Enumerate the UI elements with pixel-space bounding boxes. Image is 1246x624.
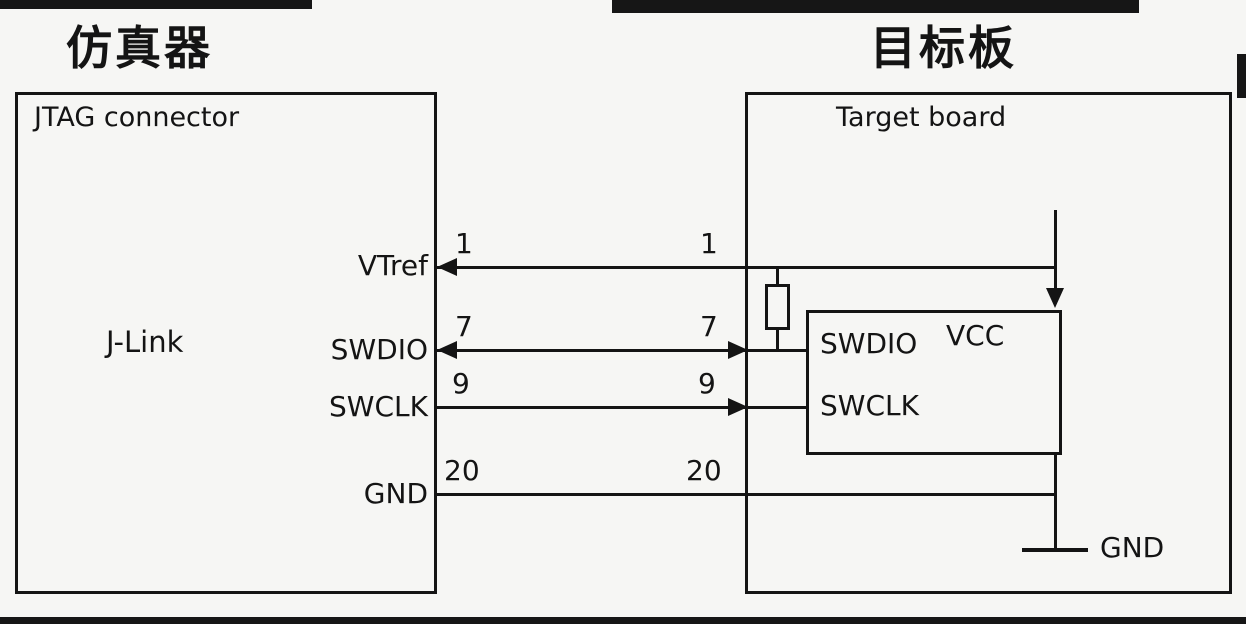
jlink-label: J-Link <box>106 325 184 359</box>
vtref-arrow-left <box>437 258 457 276</box>
vcc-wire <box>1054 210 1057 290</box>
ground-drop-wire <box>1054 455 1057 550</box>
artifact-bar-right-edge <box>1237 54 1246 98</box>
target-title: 目标板 <box>870 21 1017 75</box>
swclk-wire <box>437 406 806 409</box>
swclk-right-pin-number: 9 <box>698 367 716 400</box>
resistor-top-stub-wire <box>776 266 779 286</box>
artifact-bar-top-left <box>0 0 312 9</box>
ground-label: GND <box>1100 531 1165 564</box>
ground-symbol <box>1022 548 1088 552</box>
chip-swdio-label: SWDIO <box>820 327 918 360</box>
artifact-bar-bottom <box>0 617 1246 624</box>
target-board-label: Target board <box>836 102 1007 133</box>
swclk-left-pin-number: 9 <box>452 367 470 400</box>
vtref-right-pin-number: 1 <box>700 227 718 260</box>
pullup-resistor <box>765 284 790 330</box>
emulator-pin-swclk-label: SWCLK <box>329 390 428 423</box>
swdio-right-pin-number: 7 <box>700 310 718 343</box>
jtag-connector-label: JTAG connector <box>34 102 240 133</box>
emulator-pin-vtref-label: VTref <box>357 249 428 282</box>
gnd-right-pin-number: 20 <box>686 454 722 487</box>
vtref-left-pin-number: 1 <box>455 227 473 260</box>
emulator-pin-swdio-label: SWDIO <box>330 333 428 366</box>
emulator-box <box>15 92 437 594</box>
vcc-arrow-down <box>1046 288 1064 308</box>
gnd-left-pin-number: 20 <box>444 454 480 487</box>
vcc-label: VCC <box>946 319 1005 352</box>
swdio-wire <box>437 349 806 352</box>
chip-swclk-label: SWCLK <box>820 389 919 422</box>
gnd-wire <box>437 493 1057 496</box>
emulator-pin-gnd-label: GND <box>363 477 428 510</box>
swdio-left-pin-number: 7 <box>455 310 473 343</box>
resistor-bottom-stub-wire <box>776 329 779 351</box>
swclk-arrow-right <box>728 398 748 416</box>
emulator-title: 仿真器 <box>66 21 213 75</box>
swdio-arrow-left <box>437 341 457 359</box>
swdio-arrow-right <box>728 341 748 359</box>
target-chip-box <box>806 310 1062 455</box>
artifact-bar-top-right <box>612 0 1139 13</box>
vtref-wire <box>437 266 1057 269</box>
